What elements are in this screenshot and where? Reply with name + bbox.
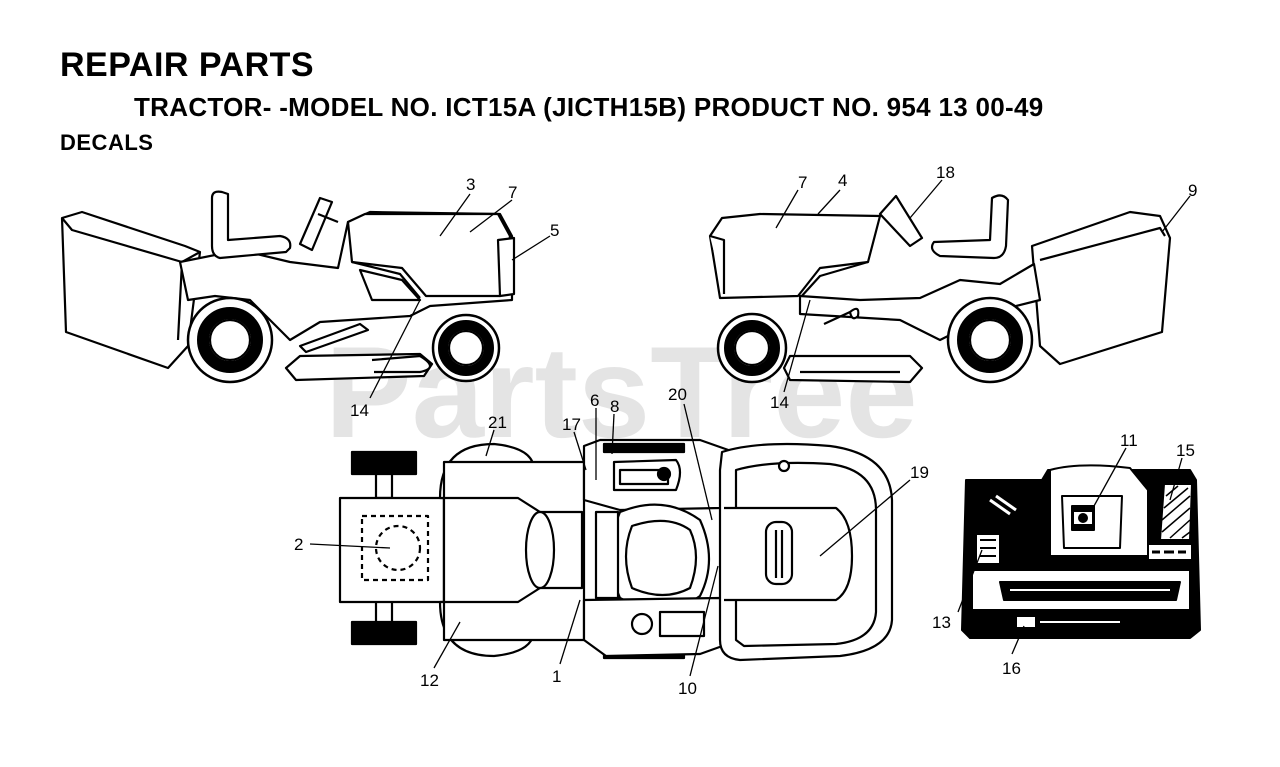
callout-17: 17 [562,415,581,434]
callout-13: 13 [932,613,951,632]
top-view-tractor [338,438,894,662]
callout-12: 12 [420,671,439,690]
callout-15: 15 [1176,441,1195,460]
callout-18: 18 [936,163,955,182]
callout-1: 1 [552,667,561,686]
model-subtitle: TRACTOR- -MODEL NO. ICT15A (JICTH15B) PR… [134,92,1044,122]
callout-14-right: 14 [770,393,789,412]
left-side-view-tractor [60,190,516,384]
section-heading: DECALS [60,130,154,155]
callout-16: 16 [1002,659,1021,678]
callout-numbers: 3 7 5 14 7 4 18 9 14 2 21 12 1 17 6 8 20… [294,163,1197,698]
callout-7-right: 7 [798,173,807,192]
callout-3: 3 [466,175,475,194]
callout-14-left: 14 [350,401,369,420]
callout-19: 19 [910,463,929,482]
callout-20: 20 [668,385,687,404]
callout-9: 9 [1188,181,1197,200]
callout-8: 8 [610,397,619,416]
callout-11: 11 [1120,431,1138,450]
leader-lines [309,179,1191,677]
callout-21: 21 [488,413,507,432]
rear-view-tractor [961,464,1201,639]
callout-7-left: 7 [508,183,517,202]
callout-2: 2 [294,535,303,554]
callout-4: 4 [838,171,847,190]
callout-10: 10 [678,679,697,698]
right-side-view-tractor [708,194,1172,384]
callout-5: 5 [550,221,559,240]
page-title: REPAIR PARTS [60,46,315,84]
callout-6: 6 [590,391,599,410]
